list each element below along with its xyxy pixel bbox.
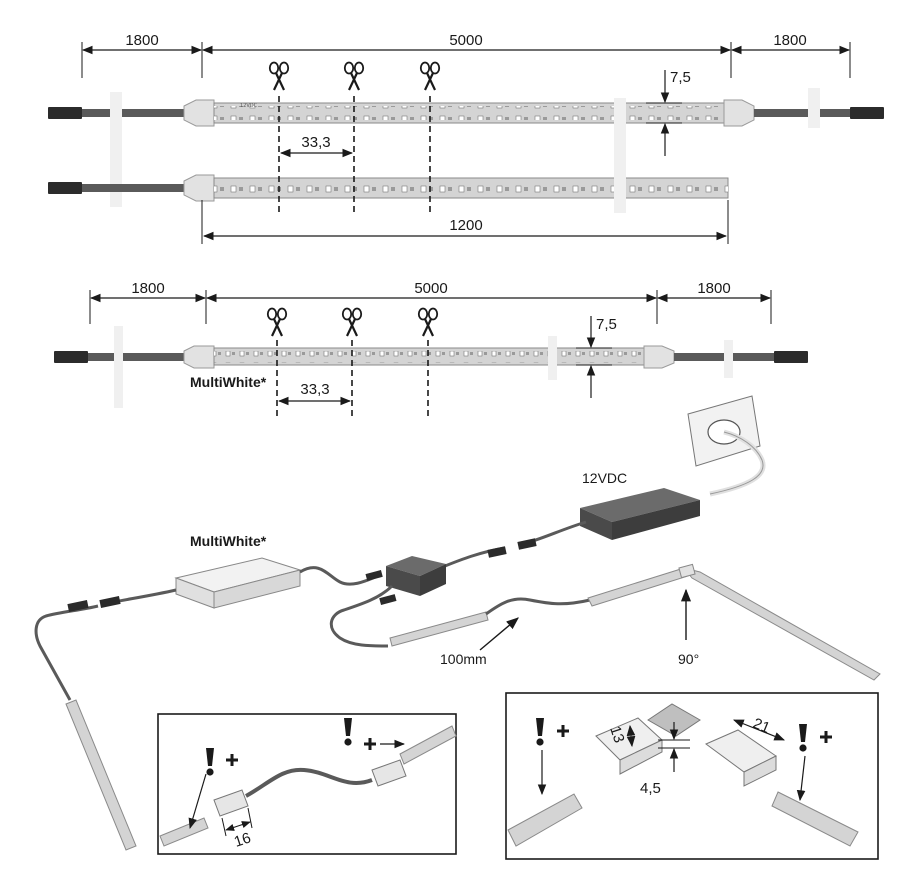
dim-label-short-strip: 1200 bbox=[449, 217, 482, 234]
end-cap-right bbox=[723, 99, 755, 127]
led-strip-vertical bbox=[65, 699, 137, 851]
strip-marking: 12VDC bbox=[240, 103, 258, 109]
scissors-icon bbox=[343, 61, 365, 92]
dim-label-cut-interval: 33,3 bbox=[300, 381, 329, 398]
controller-label: MultiWhite* bbox=[190, 533, 267, 549]
variant-label: MultiWhite* bbox=[190, 374, 267, 390]
cable-sleeve bbox=[110, 92, 122, 207]
scissors-icon bbox=[417, 307, 439, 338]
distributor-box bbox=[386, 556, 446, 576]
dim-label-strip-length: 5000 bbox=[414, 280, 447, 297]
installation-diagram: 12VDC MultiWhite* 100mm bbox=[34, 395, 881, 851]
scissors-icon bbox=[268, 61, 290, 92]
dim-label-strip-height: 7,5 bbox=[670, 69, 691, 86]
cable-left bbox=[82, 109, 188, 117]
detail-panel-left: 16 bbox=[157, 713, 457, 855]
dim-label-strip-length: 5000 bbox=[449, 32, 482, 49]
driver-label: 12VDC bbox=[582, 470, 627, 486]
corner-gap-label: 100mm bbox=[440, 651, 487, 667]
end-cap-left bbox=[183, 99, 215, 127]
dim-label-strip-height: 7,5 bbox=[596, 316, 617, 333]
corner-angle-label: 90° bbox=[678, 651, 699, 667]
scissors-icon bbox=[266, 307, 288, 338]
plug-left bbox=[48, 107, 82, 119]
scissors-icon bbox=[419, 61, 441, 92]
top-assembly: 1800 5000 1800 12VDC 33,3 bbox=[48, 32, 884, 244]
dim-label-cable-right: 1800 bbox=[697, 280, 730, 297]
detail-panel-right: 21 13 4,5 bbox=[505, 692, 879, 860]
middle-assembly: 1800 5000 1800 MultiWhite* 33,3 7,5 bbox=[54, 280, 808, 420]
dim-label-gap: 4,5 bbox=[640, 780, 661, 797]
dim-label-cable-left: 1800 bbox=[131, 280, 164, 297]
dim-label-connector-height: 13 bbox=[606, 724, 627, 745]
scissors-icon bbox=[341, 307, 363, 338]
power-driver bbox=[580, 488, 700, 522]
dim-label-cable-left: 1800 bbox=[125, 32, 158, 49]
dim-label-cut-interval: 33,3 bbox=[301, 134, 330, 151]
dim-label-cable-right: 1800 bbox=[773, 32, 806, 49]
led-strip-diagonal bbox=[389, 611, 489, 647]
dim-label-connector-width: 21 bbox=[751, 715, 773, 737]
corner-connector bbox=[647, 703, 701, 737]
plug-right bbox=[850, 107, 884, 119]
dim-label-connector-offset: 16 bbox=[232, 829, 253, 850]
